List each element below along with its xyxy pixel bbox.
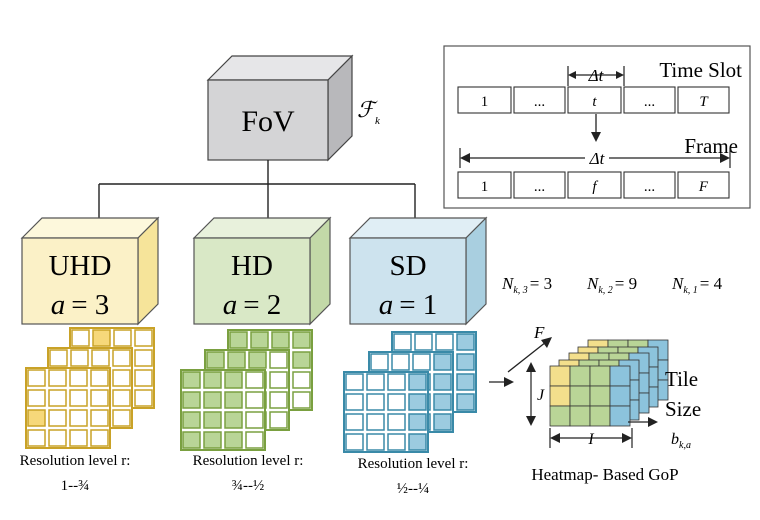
heatmap-i-label: I bbox=[587, 431, 594, 448]
slot-delta-label: Δt bbox=[588, 66, 605, 85]
fov-symbol: ℱ bbox=[357, 97, 378, 122]
count-uhd: Nk, 3= 3 bbox=[501, 274, 552, 296]
slot-cell-label: T bbox=[699, 94, 709, 110]
sd-res-range: ½--¼ bbox=[397, 481, 430, 497]
frame-label: Frame bbox=[684, 134, 738, 158]
slot-cell-label: ... bbox=[534, 94, 545, 110]
frame-cell-label: ... bbox=[534, 179, 545, 195]
frame-row: 1... f... F bbox=[457, 171, 730, 199]
uhd-cube: UHD a= 3 bbox=[20, 216, 160, 326]
slot-cell-label: ... bbox=[644, 94, 655, 110]
frame-cell-label: f bbox=[592, 179, 598, 195]
tile-counts: Nk, 3= 3 Nk, 2= 9 Nk, 1= 4 bbox=[501, 274, 723, 296]
heatmap-gop: F J I Tile Size bk,a Heatmap- Based GoP bbox=[489, 323, 701, 484]
frame-cell bbox=[567, 171, 622, 199]
timeline-panel: Time Slot Frame Δt 1... t... T Δt 1... f...… bbox=[443, 45, 751, 209]
slot-cell-label: 1 bbox=[481, 94, 489, 110]
count-sd: Nk, 1= 4 bbox=[671, 274, 723, 296]
slot-cell bbox=[457, 86, 512, 114]
heatmap-caption: Heatmap- Based GoP bbox=[531, 465, 678, 484]
level-cubes: UHD a= 3 HD a= 2 SD a= 1 bbox=[20, 216, 488, 326]
hd-res-range: ¾--½ bbox=[232, 478, 265, 494]
frame-cell-label: ... bbox=[644, 179, 655, 195]
fov-cube: FoV bbox=[206, 54, 354, 162]
slot-cell bbox=[677, 86, 730, 114]
heatmap-j-label: J bbox=[537, 387, 545, 404]
fov-symbol-sub: k bbox=[375, 115, 381, 127]
heatmap-frame bbox=[549, 365, 631, 427]
b-label: bk,a bbox=[671, 431, 691, 451]
sd-res-label: Resolution level r: bbox=[358, 456, 469, 472]
uhd-res-label: Resolution level r: bbox=[20, 453, 131, 469]
sd-label: SD bbox=[389, 250, 426, 282]
slot-cell bbox=[513, 86, 566, 114]
frame-cell-label: 1 bbox=[481, 179, 489, 195]
frame-cell bbox=[677, 171, 730, 199]
level-grids bbox=[25, 327, 477, 453]
hd-cube: HD a= 2 bbox=[192, 216, 332, 326]
fov-label: FoV bbox=[241, 105, 295, 138]
hd-res-label: Resolution level r: bbox=[193, 453, 304, 469]
size-label: Size bbox=[665, 397, 701, 421]
tile-label: Tile bbox=[665, 367, 698, 391]
count-hd: Nk, 2= 9 bbox=[586, 274, 637, 296]
slot-cell bbox=[567, 86, 622, 114]
tree-connectors bbox=[98, 160, 416, 218]
heatmap-f-label: F bbox=[533, 323, 545, 342]
uhd-a-value: a= 3 bbox=[51, 289, 110, 321]
uhd-res-range: 1--¾ bbox=[61, 478, 90, 494]
hd-grid-front bbox=[180, 369, 266, 451]
frame-cell bbox=[457, 171, 512, 199]
uhd-grid-front bbox=[25, 367, 111, 449]
sd-cube: SD a= 1 bbox=[348, 216, 488, 326]
uhd-label: UHD bbox=[49, 250, 112, 282]
hd-label: HD bbox=[231, 250, 273, 282]
heatmap-stack bbox=[549, 339, 669, 427]
time-slot-label: Time Slot bbox=[659, 58, 742, 82]
time-slot-row: 1... t... T bbox=[457, 86, 730, 114]
hd-a-value: a= 2 bbox=[223, 289, 282, 321]
frame-cell bbox=[623, 171, 676, 199]
frame-cell bbox=[513, 171, 566, 199]
sd-a-value: a= 1 bbox=[379, 289, 438, 321]
slot-cell bbox=[623, 86, 676, 114]
frame-delta-label: Δt bbox=[589, 149, 606, 168]
slot-cell-label: t bbox=[592, 94, 597, 110]
sd-grid-front bbox=[343, 371, 429, 453]
frame-cell-label: F bbox=[698, 179, 709, 195]
